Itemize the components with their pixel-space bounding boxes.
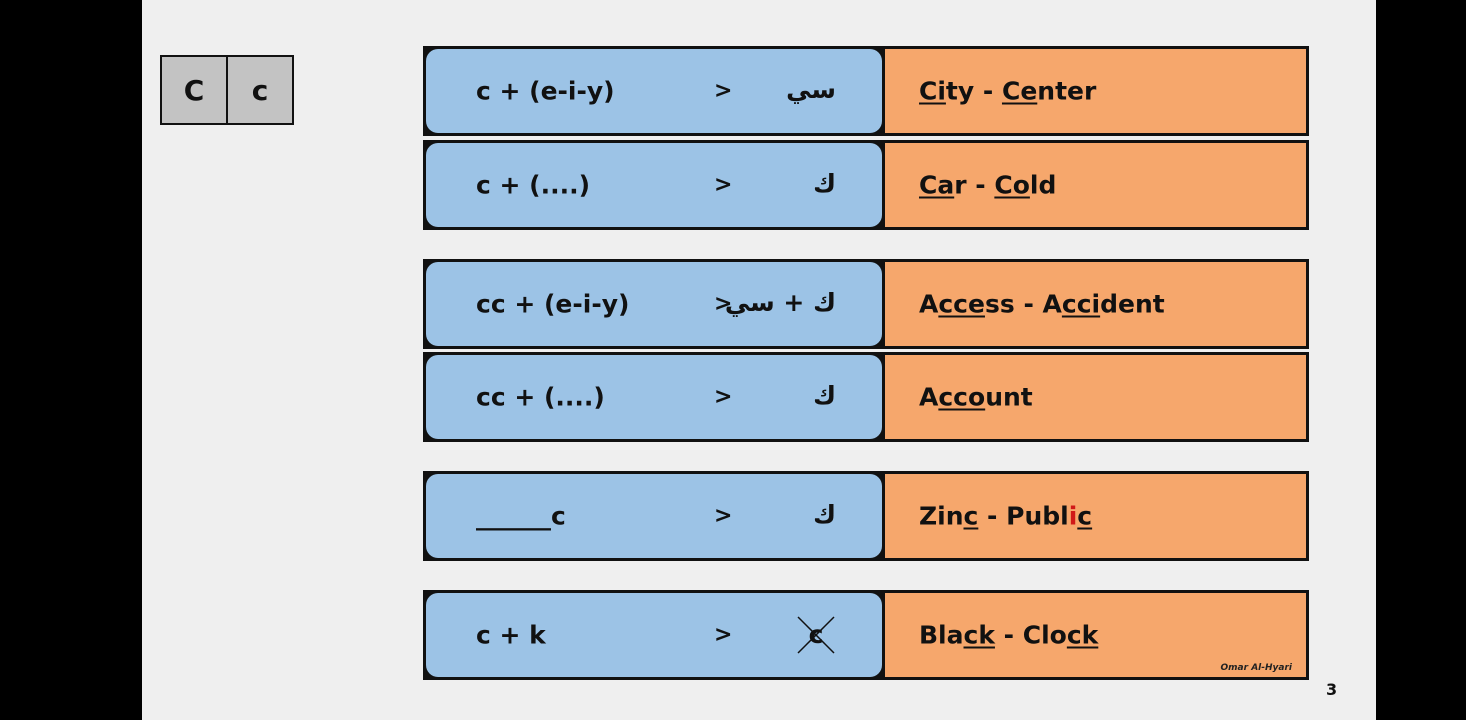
- letter-box: C c: [160, 55, 294, 125]
- rule-arabic-sound: ك + سي: [724, 287, 836, 317]
- rule-pattern-panel: cc + (....) > ك: [426, 355, 882, 439]
- example-word: Cold: [994, 171, 1056, 200]
- example-words: Black - Clock: [919, 621, 1098, 650]
- rule-examples-panel: Account: [885, 355, 1306, 439]
- example-word: Zinc: [919, 502, 978, 531]
- example-word: City: [919, 77, 974, 106]
- rule-arabic-sound: ك: [813, 168, 836, 198]
- rule-pattern: cc + (e-i-y): [476, 289, 630, 319]
- word-part: Publ: [1006, 501, 1069, 531]
- highlighted-letters: Co: [994, 170, 1030, 200]
- rule-examples-panel: Car - Cold: [885, 143, 1306, 227]
- rule-row: cc + (....) > ك Account: [423, 352, 1309, 442]
- highlighted-letters: cci: [1061, 289, 1101, 319]
- word-part: ld: [1029, 170, 1057, 200]
- rule-arrow: >: [714, 172, 733, 198]
- page-number: 3: [1326, 680, 1338, 699]
- word-part: dent: [1100, 289, 1165, 319]
- rule-examples-panel: Access - Accident: [885, 262, 1306, 346]
- example-separator: -: [966, 170, 995, 200]
- rule-arabic-sound: ك: [813, 499, 836, 529]
- example-words: Zinc - Public: [919, 502, 1092, 531]
- example-word: Public: [1006, 502, 1092, 531]
- rule-examples-panel: City - Center: [885, 49, 1306, 133]
- word-part: ss: [984, 289, 1015, 319]
- rule-examples-panel: Zinc - Public: [885, 474, 1306, 558]
- word-part: nter: [1037, 76, 1097, 106]
- rule-pattern: c + (e-i-y): [476, 76, 615, 106]
- uppercase-letter: C: [183, 73, 205, 107]
- rule-arrow: >: [714, 503, 733, 529]
- example-word: Accident: [1043, 290, 1165, 319]
- example-word: Black: [919, 621, 995, 650]
- rule-arrow: >: [714, 291, 733, 317]
- example-word: Clock: [1023, 621, 1099, 650]
- rule-arrow: >: [714, 384, 733, 410]
- rule-row: c + (e-i-y) > سي City - Center: [423, 46, 1309, 136]
- rule-pattern-panel: cc + (e-i-y) >ك + سي: [426, 262, 882, 346]
- word-part: Bla: [919, 620, 964, 650]
- highlighted-letters: cco: [938, 382, 986, 412]
- word-part: Clo: [1022, 620, 1067, 650]
- rule-row: cc + (e-i-y) >ك + سي Access - Accident: [423, 259, 1309, 349]
- rule-pattern: c + k: [476, 620, 546, 650]
- silent-letter-crossed: c: [796, 615, 836, 655]
- word-part: A: [919, 289, 939, 319]
- example-separator: -: [1014, 289, 1043, 319]
- word-part: r: [954, 170, 967, 200]
- example-words: Car - Cold: [919, 171, 1056, 200]
- rule-pattern-panel: c + (....) > ك: [426, 143, 882, 227]
- rule-arrow: >: [714, 78, 733, 104]
- example-word: Account: [919, 383, 1033, 412]
- highlighted-letters: cce: [938, 289, 985, 319]
- word-part: i: [1068, 501, 1078, 531]
- example-word: Car: [919, 171, 967, 200]
- rule-arabic-sound: ك: [813, 380, 836, 410]
- lowercase-letter: c: [226, 57, 292, 123]
- word-part: A: [919, 382, 939, 412]
- rule-arrow: >: [714, 622, 733, 648]
- rule-pattern: cc + (....): [476, 382, 605, 412]
- example-words: Account: [919, 383, 1033, 412]
- rule-pattern: c + (....): [476, 170, 591, 200]
- cross-out-icon: [797, 616, 835, 654]
- rule-pattern-panel: c + (e-i-y) > سي: [426, 49, 882, 133]
- highlighted-letters: ck: [1066, 620, 1099, 650]
- example-words: Access - Accident: [919, 290, 1165, 319]
- rule-pattern: ______c: [476, 501, 566, 531]
- rule-pattern-panel: ______c > ك: [426, 474, 882, 558]
- example-separator: -: [974, 76, 1002, 106]
- highlighted-letters: Ce: [1001, 76, 1038, 106]
- rule-pattern-panel: c + k > c: [426, 593, 882, 677]
- word-part: ty: [945, 76, 975, 106]
- highlighted-letters: c: [1077, 501, 1093, 531]
- example-separator: -: [994, 620, 1023, 650]
- rule-arabic-sound: سي: [786, 74, 836, 104]
- word-part: A: [1042, 289, 1062, 319]
- example-separator: -: [978, 501, 1007, 531]
- example-words: City - Center: [919, 77, 1096, 106]
- highlighted-letters: Ca: [919, 170, 955, 200]
- highlighted-letters: c: [963, 501, 979, 531]
- highlighted-letters: Ci: [919, 76, 946, 106]
- word-part: Zin: [919, 501, 964, 531]
- author-credit: Omar Al-Hyari: [1220, 663, 1292, 673]
- rule-row: c + (....) > ك Car - Cold: [423, 140, 1309, 230]
- example-word: Access: [919, 290, 1015, 319]
- word-part: unt: [985, 382, 1033, 412]
- example-word: Center: [1002, 77, 1096, 106]
- highlighted-letters: ck: [963, 620, 995, 650]
